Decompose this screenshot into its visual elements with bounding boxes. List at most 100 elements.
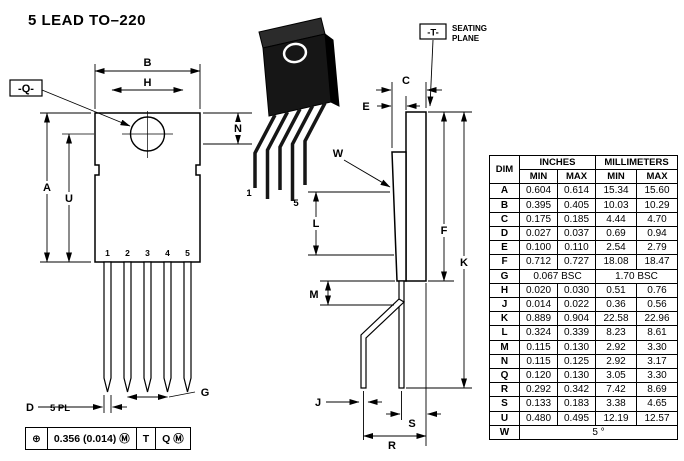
dim-cell: 8.23 xyxy=(595,325,637,341)
side-dimension-labels: -T- SEATING PLANE C E W L M F K S R J xyxy=(309,24,487,452)
dim-label-k: K xyxy=(460,257,468,269)
dim-cell: C xyxy=(489,211,520,228)
col-header-min-in: MIN xyxy=(519,169,558,185)
seating-plane-label-2: PLANE xyxy=(452,34,480,43)
dim-cell: 12.57 xyxy=(635,410,679,426)
col-header-dim: DIM xyxy=(489,154,520,185)
dim-cell: 4.65 xyxy=(635,396,679,412)
dim-cell: 0.76 xyxy=(635,282,679,299)
position-symbol: ⊕ xyxy=(32,432,41,445)
dim-cell: G xyxy=(489,268,520,284)
col-group-millimeters: MILLIMETERS xyxy=(594,154,679,171)
tab-side xyxy=(405,111,427,282)
col-group-inches: INCHES xyxy=(519,154,596,171)
side-dimension-lines xyxy=(308,23,472,446)
dim-label-h: H xyxy=(144,77,152,89)
dim-cell: 0.69 xyxy=(595,226,637,242)
dim-cell: 22.96 xyxy=(635,311,679,327)
dim-cell: 0.125 xyxy=(557,353,596,370)
dim-cell: 0.904 xyxy=(557,311,596,327)
dim-cell: 0.115 xyxy=(519,339,558,355)
dim-cell: 3.30 xyxy=(635,368,679,384)
package-3d-front xyxy=(262,33,332,117)
dim-cell: 15.60 xyxy=(635,183,679,199)
pin-number: 4 xyxy=(165,248,170,258)
leads-front xyxy=(103,261,192,393)
package-front-outline xyxy=(94,112,201,263)
dim-label-f: F xyxy=(441,225,448,237)
dim-cell: 3.05 xyxy=(595,368,637,384)
dim-cell: 0.133 xyxy=(519,396,558,412)
dim-cell: 0.037 xyxy=(557,226,596,242)
page-title: 5 LEAD TO–220 xyxy=(28,12,146,29)
front-view xyxy=(94,111,201,393)
dim-cell: 0.022 xyxy=(557,297,596,313)
dim-cell: 3.17 xyxy=(635,353,679,370)
front-dimension-labels: B H -Q- N A U G D 5 PL xyxy=(18,57,245,414)
datum-q-label: -Q- xyxy=(18,83,34,95)
dim-cell: 7.42 xyxy=(595,382,637,398)
dim-cell: W xyxy=(489,424,520,441)
dim-cell: F xyxy=(489,254,520,270)
dim-label-r: R xyxy=(388,440,396,452)
dim-label-g: G xyxy=(201,387,210,399)
dim-cell: 0.014 xyxy=(519,297,558,313)
hole-centerlines xyxy=(122,111,173,158)
dim-cell: U xyxy=(489,410,520,426)
dim-cell: 1.70 BSC xyxy=(594,268,679,284)
dim-cell: 0.480 xyxy=(519,410,558,426)
mounting-hole-3d xyxy=(282,42,308,64)
col-header-max-mm: MAX xyxy=(635,169,679,185)
dim-cell: 0.185 xyxy=(557,211,596,228)
dim-cell: 0.604 xyxy=(519,183,558,199)
dim-cell: S xyxy=(489,396,520,412)
dim-cell: 0.027 xyxy=(519,226,558,242)
pin-number: 5 xyxy=(185,248,190,258)
dim-cell: N xyxy=(489,353,520,370)
dim-cell: 0.030 xyxy=(557,282,596,299)
dim-cell: 0.405 xyxy=(557,197,596,213)
dim-cell: 0.342 xyxy=(557,382,596,398)
dim-cell: 0.395 xyxy=(519,197,558,213)
dim-cell: 0.712 xyxy=(519,254,558,270)
dim-cell: 0.120 xyxy=(519,368,558,384)
dim-label-e: E xyxy=(362,101,369,113)
dim-cell: L xyxy=(489,325,520,341)
pin1-callout: 1 xyxy=(246,188,252,199)
dim-cell: 18.47 xyxy=(635,254,679,270)
dimension-table: DIM INCHES MILLIMETERS MIN MAX MIN MAX A… xyxy=(489,154,679,441)
dim-cell: 0.130 xyxy=(557,339,596,355)
lead-straight-side xyxy=(398,280,405,389)
dim-cell: 0.324 xyxy=(519,325,558,341)
leads-3d xyxy=(253,102,327,201)
dim-label-b: B xyxy=(144,57,152,69)
pin5-callout: 5 xyxy=(293,198,299,209)
pin-number: 3 xyxy=(145,248,150,258)
body-side xyxy=(391,151,407,282)
dim-cell: 0.889 xyxy=(519,311,558,327)
dim-cell: J xyxy=(489,297,520,313)
pin-number: 2 xyxy=(125,248,130,258)
dim-cell: E xyxy=(489,240,520,256)
datum-t-label: -T- xyxy=(427,28,439,39)
dim-cell: 0.115 xyxy=(519,353,558,370)
dim-cell: 3.30 xyxy=(635,339,679,355)
dim-cell: 8.69 xyxy=(635,382,679,398)
dim-label-s: S xyxy=(408,418,415,430)
dim-label-a: A xyxy=(43,182,51,194)
dim-cell: 22.58 xyxy=(595,311,637,327)
